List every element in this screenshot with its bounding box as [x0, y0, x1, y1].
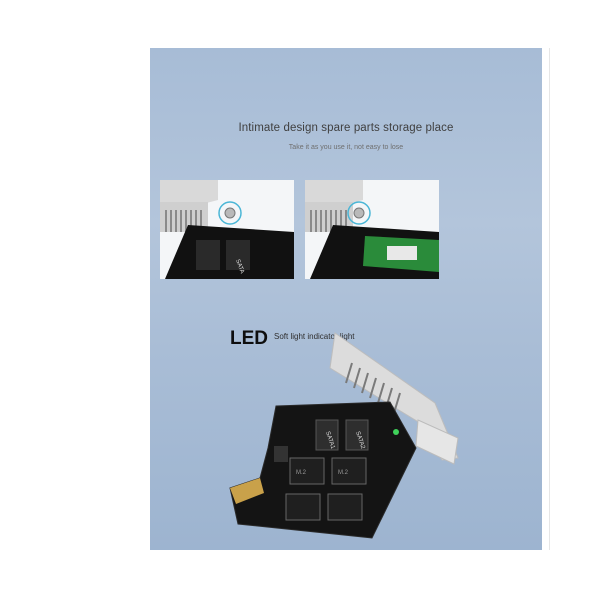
card-label-sata1: SATA1 [324, 431, 336, 451]
card-label-m2-b: M.2 [338, 470, 349, 476]
closeup-photo-right [305, 180, 439, 279]
pcie-card-photo: SATA1 SATA2 M.2 M.2 [220, 328, 490, 548]
product-panel: Intimate design spare parts storage plac… [150, 48, 542, 550]
subline: Take it as you use it, not easy to lose [288, 144, 404, 151]
card-label-sata2: SATA2 [354, 431, 366, 451]
page-divider [549, 48, 550, 550]
led-description: Soft light indicator light [274, 332, 355, 341]
closeup-photo-left: SATA [160, 180, 294, 279]
svg-text:SATA: SATA [234, 259, 245, 275]
card-label-m2-a: M.2 [296, 470, 307, 476]
led-title: LED [230, 328, 268, 349]
headline: Intimate design spare parts storage plac… [238, 122, 454, 134]
